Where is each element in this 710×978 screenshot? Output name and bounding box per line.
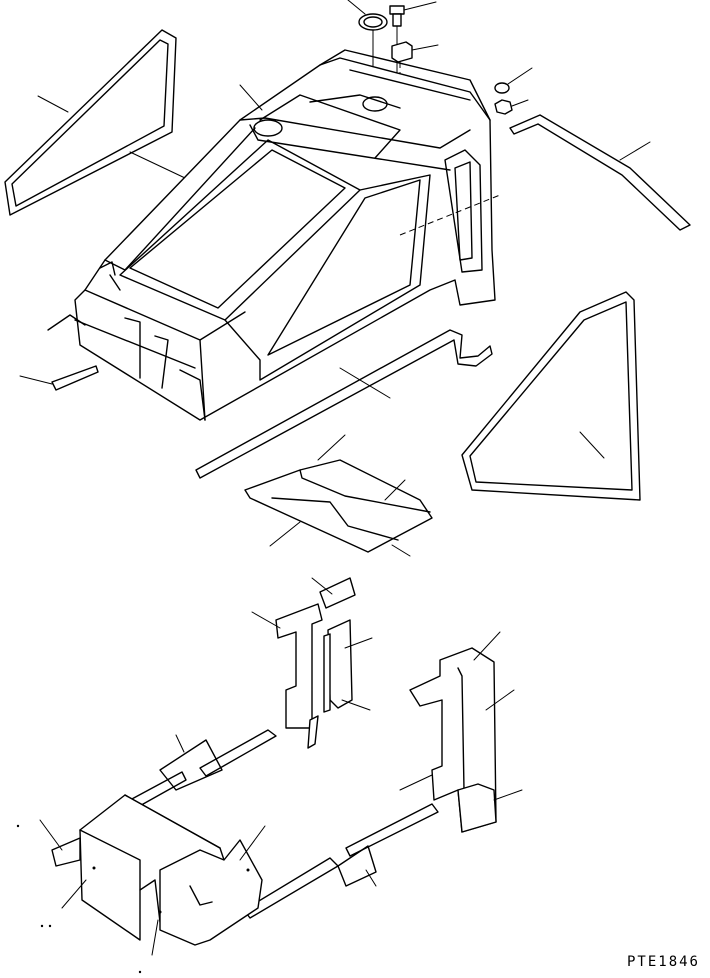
floor-mat [245,435,432,556]
weatherstrip-lower [196,330,492,478]
trim-panel-left [252,578,372,748]
weatherstrip-front [20,315,98,390]
reference-dots [16,824,142,974]
door-glass-left [5,30,185,215]
rear-handrail [510,115,690,230]
door-glass-right [462,292,640,500]
console-base [40,795,265,955]
drawing-code-label: PTE1846 [626,954,700,970]
cab-frame [75,50,500,420]
trim-panel-right [400,632,522,832]
washer [495,68,532,93]
nut [495,100,528,114]
